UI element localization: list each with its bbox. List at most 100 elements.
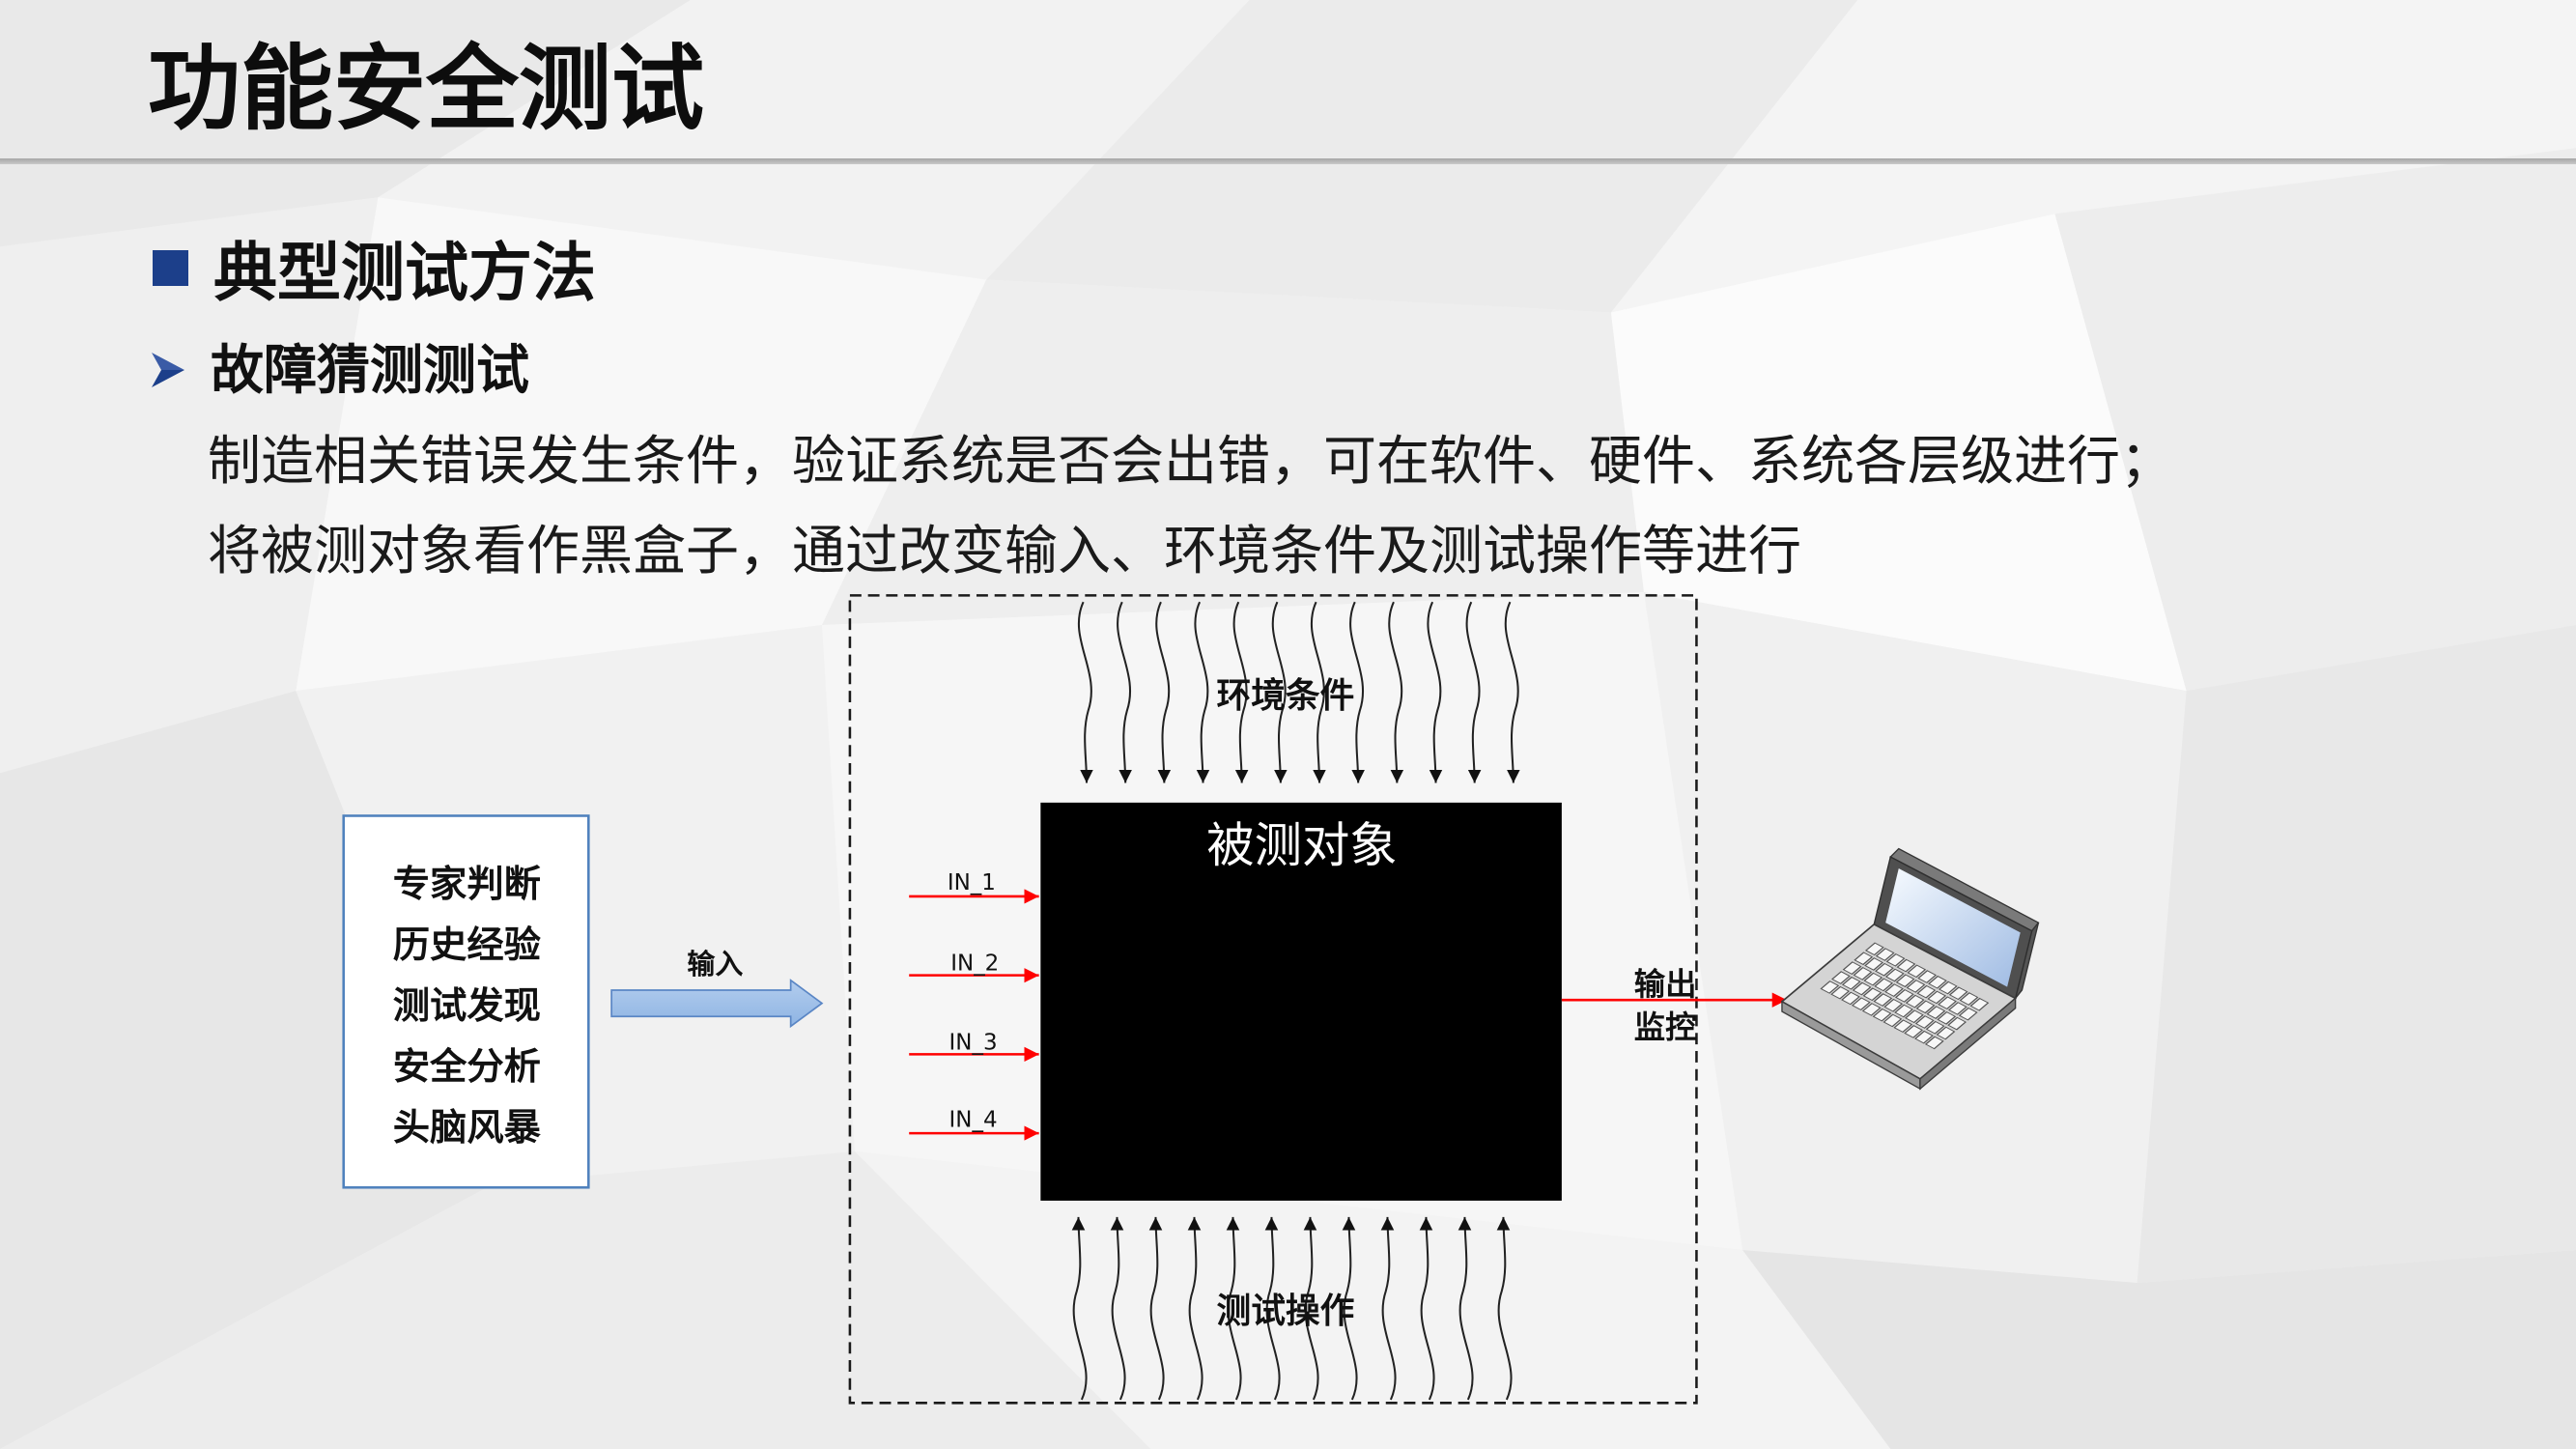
environment-label: 环境条件 <box>1216 676 1354 716</box>
laptop-key <box>1831 971 1851 984</box>
laptop-key <box>1969 997 1990 1011</box>
knowledge-source-item: 头脑风暴 <box>393 1106 542 1150</box>
laptop-key <box>1914 1015 1935 1029</box>
square-bullet-icon <box>153 250 188 286</box>
subsection-heading: 故障猜测测试 <box>211 339 530 401</box>
laptop-key <box>1947 1002 1967 1015</box>
laptop-key <box>1914 1030 1934 1044</box>
laptop-key <box>1916 984 1937 999</box>
laptop-key <box>1894 1004 1913 1018</box>
test-operation-arrow <box>1380 1216 1397 1401</box>
laptop-key <box>1884 983 1904 997</box>
laptop-key <box>1861 1003 1882 1016</box>
knowledge-source-item: 专家判断 <box>393 863 541 906</box>
test-operation-arrow <box>1187 1216 1203 1401</box>
laptop-key <box>1917 970 1938 983</box>
test-operation-arrow <box>1419 1216 1435 1401</box>
laptop-key <box>1904 1009 1924 1024</box>
laptop-key <box>1905 994 1925 1009</box>
laptop-key <box>1958 1007 1978 1021</box>
body-text-line: 制造相关错误发生条件，验证系统是否会出错，可在软件、硬件、系统各层级进行； <box>208 430 2174 492</box>
environment-arrow <box>1349 601 1365 783</box>
laptop-key <box>1893 1019 1913 1034</box>
device-under-test-label: 被测对象 <box>1206 817 1397 873</box>
knowledge-source-item: 测试发现 <box>393 984 541 1028</box>
environment-arrow <box>1504 601 1520 783</box>
environment-arrow <box>1465 601 1482 783</box>
laptop-key <box>1906 980 1926 993</box>
test-operation-arrows-group <box>1071 1216 1513 1401</box>
laptop-key <box>1915 1000 1936 1014</box>
laptop-key <box>1875 948 1895 961</box>
environment-arrows-group <box>1077 601 1520 783</box>
environment-arrow <box>1271 601 1288 783</box>
laptop-key <box>1938 996 1957 1010</box>
laptop-key <box>1884 968 1905 982</box>
laptop-key <box>1925 1020 1945 1035</box>
laptop-key <box>1854 952 1874 966</box>
laptop-key <box>1948 986 1968 1001</box>
background-facet <box>2137 624 2576 1284</box>
input-signal-label: IN_1 <box>948 870 996 895</box>
test-operation-arrow <box>1071 1216 1088 1401</box>
knowledge-source-frame <box>342 814 590 1189</box>
environment-arrow <box>1310 601 1326 783</box>
laptop-key <box>1928 975 1947 989</box>
laptop-key <box>1959 992 1979 1006</box>
test-operation-arrow <box>1496 1216 1513 1401</box>
laptop-key <box>1926 1006 1946 1019</box>
laptop-key <box>1852 981 1872 996</box>
knowledge-source-item: 历史经验 <box>393 923 542 967</box>
laptop-key <box>1872 1008 1892 1022</box>
input-arrow-label: 输入 <box>687 948 743 980</box>
environment-arrow <box>1388 601 1404 783</box>
laptop-key <box>1895 974 1915 988</box>
monitor-label: 监控 <box>1634 1009 1697 1045</box>
laptop-key <box>1830 985 1851 1000</box>
arrowhead-bullet-lower <box>152 370 184 387</box>
laptop-key <box>1875 962 1894 977</box>
test-operation-arrow <box>1264 1216 1281 1401</box>
arrowhead-bullet-icon <box>152 353 184 387</box>
laptop-key <box>1885 952 1906 967</box>
laptop-key <box>1907 964 1927 979</box>
laptop-key <box>1947 1016 1967 1031</box>
laptop-key <box>1894 989 1914 1003</box>
laptop-key <box>1874 978 1894 992</box>
laptop-keyboard <box>1820 942 1990 1050</box>
laptop-key <box>1882 1013 1903 1028</box>
background-facet <box>0 1151 1151 1449</box>
laptop-key <box>1851 997 1871 1011</box>
background-facet <box>1742 1249 2576 1449</box>
laptop-key <box>1841 976 1861 990</box>
test-operation-arrow <box>1303 1216 1319 1401</box>
laptop-key <box>1853 967 1873 980</box>
test-operation-arrow <box>1226 1216 1242 1401</box>
laptop-key <box>1938 980 1958 995</box>
input-signal-label: IN_2 <box>950 952 999 977</box>
laptop-key <box>1864 942 1884 956</box>
background-facet <box>0 0 691 247</box>
test-operation-arrow <box>1458 1216 1474 1401</box>
input-block-arrow <box>610 979 824 1029</box>
laptop-key <box>1862 987 1882 1002</box>
laptop-key <box>1896 958 1916 973</box>
background-facet <box>2054 148 2576 692</box>
background-facet <box>378 0 1250 280</box>
laptop-key <box>1864 957 1883 971</box>
laptop-key <box>1820 980 1840 994</box>
environment-arrow <box>1117 601 1132 783</box>
background-facet <box>0 197 379 774</box>
laptop-key <box>1904 1025 1924 1038</box>
title-divider <box>0 158 2576 164</box>
test-operation-label: 测试操作 <box>1216 1292 1354 1331</box>
laptop-display <box>1885 867 2021 987</box>
laptop-key <box>1863 972 1883 986</box>
background-facet <box>986 0 1858 313</box>
environment-arrow <box>1427 601 1443 783</box>
input-signal-label: IN_4 <box>949 1107 998 1132</box>
laptop-key <box>1937 1010 1957 1025</box>
input-signal-label: IN_3 <box>949 1030 998 1055</box>
